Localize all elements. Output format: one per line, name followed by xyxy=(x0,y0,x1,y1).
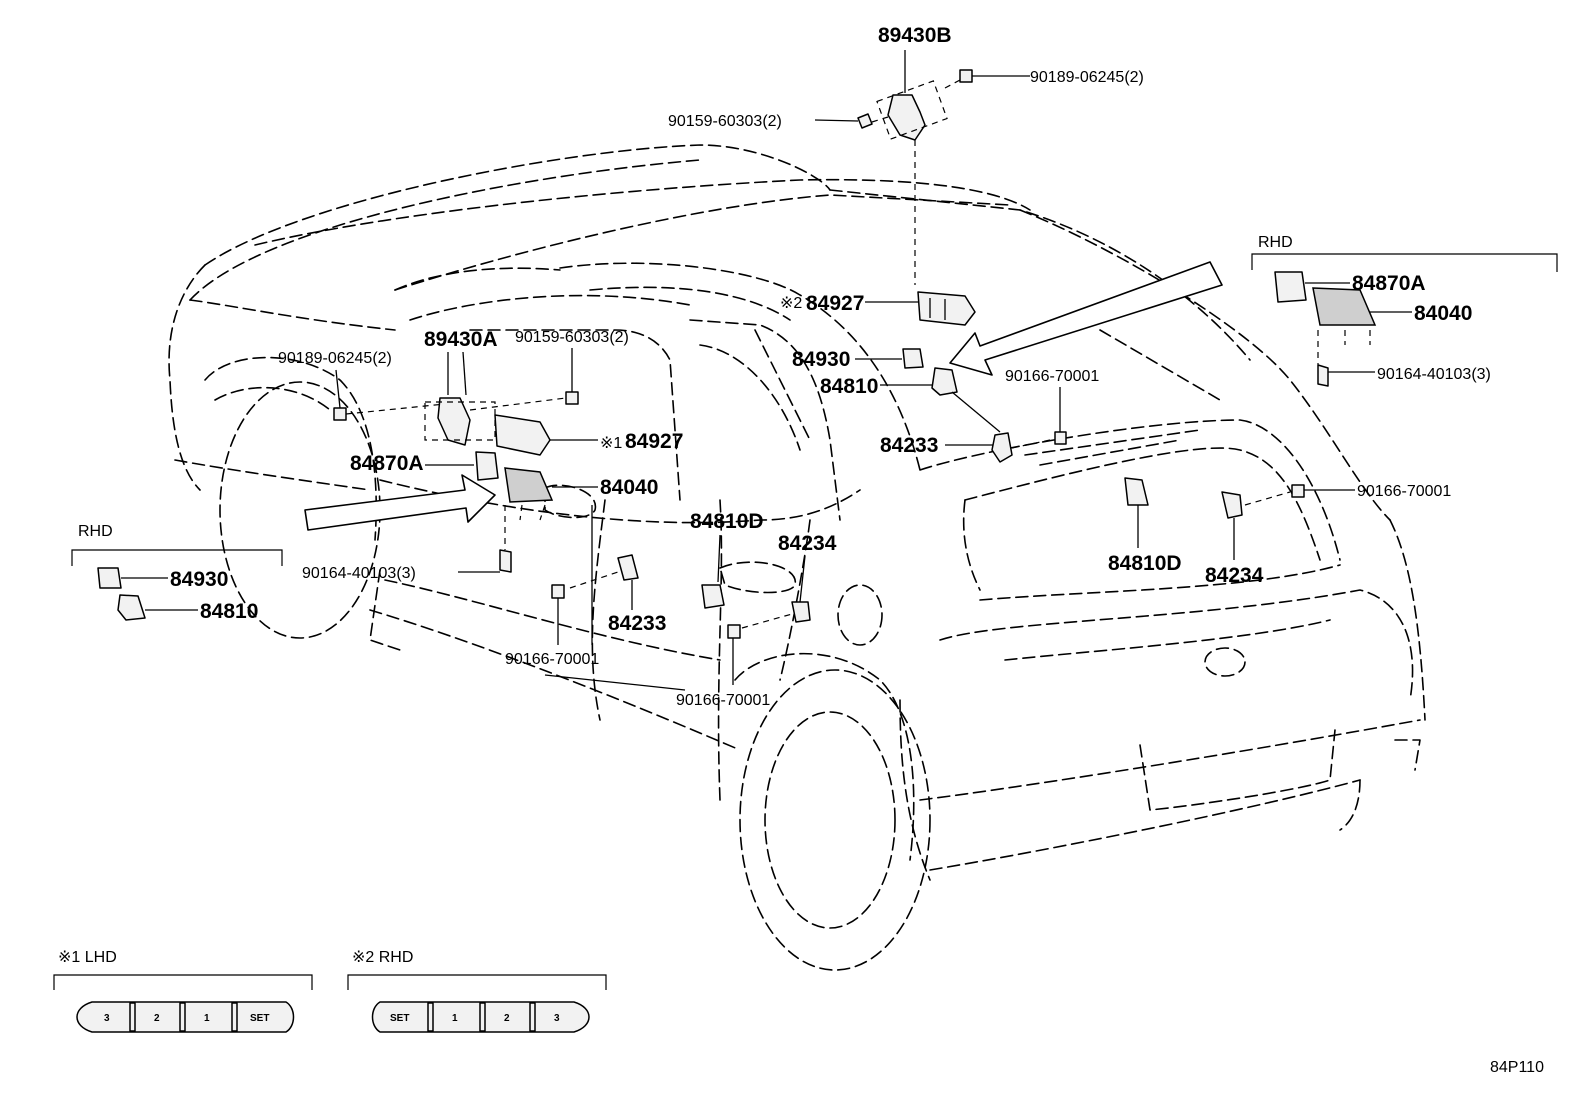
label-rhd-left: RHD xyxy=(78,523,113,540)
power-window-switch-right-icon xyxy=(1312,287,1377,326)
label-84930-left: 84930 xyxy=(170,568,228,591)
diagram-code: 84P110 xyxy=(1490,1059,1544,1076)
label-84810D-left: 84810D xyxy=(690,510,764,533)
lhd-button-1: 1 xyxy=(204,1013,210,1024)
label-84870A-right: 84870A xyxy=(1352,272,1426,295)
legend-rhd: ※2 RHD SET 1 2 3 xyxy=(347,949,607,1033)
rhd-button-set: SET xyxy=(390,1013,409,1024)
label-84927-2: 84927 xyxy=(806,292,864,315)
legend-rhd-title: ※2 RHD xyxy=(352,949,413,966)
switch-84930-center-icon xyxy=(902,348,924,369)
rhd-button-3: 3 xyxy=(554,1013,560,1024)
label-84930-center: 84930 xyxy=(792,348,850,371)
label-84810-left: 84810 xyxy=(200,600,258,623)
part-center-group: 84930 84810 84233 90166-70001 xyxy=(792,348,1099,463)
label-84040-left: 84040 xyxy=(600,476,658,499)
label-90166-center: 90166-70001 xyxy=(1005,368,1099,385)
switch-84810-left-icon xyxy=(117,594,146,621)
driver-door-group: 90189-06245(2) 89430A 90159-60303(2) ※1 … xyxy=(278,328,683,582)
label-90164-right: 90164-40103(3) xyxy=(1377,366,1491,383)
insert-arrow-left xyxy=(304,474,496,531)
lhd-button-set: SET xyxy=(250,1013,269,1024)
label-90159-left: 90159-60303(2) xyxy=(515,329,629,346)
rear-hatch-parts-group: 84810D 84234 90166-70001 xyxy=(1108,477,1451,587)
screw-90166-left1-icon xyxy=(551,584,565,599)
legend-lhd: ※1 LHD 3 2 1 SET xyxy=(53,949,313,1033)
rhd-button-2: 2 xyxy=(504,1013,510,1024)
sensor-bracket-icon xyxy=(887,94,926,141)
power-window-switch-left-icon xyxy=(504,467,554,503)
rear-door-group: 84810D 84234 90166-70001 xyxy=(544,510,837,709)
sensor-bracket-89430A-icon xyxy=(437,397,471,446)
switch-84810D-left-icon xyxy=(701,584,725,609)
insert-arrow-right xyxy=(949,261,1223,376)
lhd-button-2: 2 xyxy=(154,1013,160,1024)
car-outline xyxy=(168,144,1426,971)
label-90166-left2: 90166-70001 xyxy=(676,692,770,709)
switch-84870A-left-icon xyxy=(475,451,499,481)
label-84927-2-mark: ※2 xyxy=(780,295,802,312)
rhd-right-group: RHD 84870A 84040 90164-40103(3) xyxy=(1251,234,1558,387)
bracket-84234-left-icon xyxy=(791,601,811,623)
switch-84810-center-icon xyxy=(931,367,958,396)
rhd-left-group: RHD 84930 84810 xyxy=(71,523,283,623)
front-door-lower-group: 84233 90166-70001 xyxy=(505,505,666,668)
part-89430B-group: 89430B 90189-06245(2) 90159-60303(2) xyxy=(668,24,1144,285)
memory-switch-lhd-icon xyxy=(494,414,551,456)
bracket-84233-left-icon xyxy=(617,554,639,581)
part-84927-rhd-group: ※2 84927 xyxy=(780,291,976,326)
memory-switch-rhd-icon xyxy=(917,291,976,326)
screw-90159-top-icon xyxy=(857,113,873,129)
label-84927-1: 84927 xyxy=(625,430,683,453)
label-90189-top: 90189-06245(2) xyxy=(1030,69,1144,86)
label-84927-1-mark: ※1 xyxy=(600,435,622,452)
label-84810D-right: 84810D xyxy=(1108,552,1182,575)
switch-84870A-right-icon xyxy=(1274,271,1307,303)
label-84810-center: 84810 xyxy=(820,375,878,398)
switch-84930-left-icon xyxy=(97,567,122,589)
label-90164-left: 90164-40103(3) xyxy=(302,565,416,582)
legend-lhd-title: ※1 LHD xyxy=(58,949,117,966)
screw-90189-left-icon xyxy=(333,407,347,421)
label-89430A: 89430A xyxy=(424,328,498,351)
label-90166-left1: 90166-70001 xyxy=(505,651,599,668)
switch-84810D-right-icon xyxy=(1124,477,1149,506)
bracket-84234-right-icon xyxy=(1221,491,1243,519)
label-84233-left: 84233 xyxy=(608,612,666,635)
label-rhd-right: RHD xyxy=(1258,234,1293,251)
lhd-button-3: 3 xyxy=(104,1013,110,1024)
label-90189-left: 90189-06245(2) xyxy=(278,350,392,367)
label-84234-right: 84234 xyxy=(1205,564,1264,587)
label-84870A-left: 84870A xyxy=(350,452,424,475)
bracket-84233-center-icon xyxy=(991,432,1013,463)
screw-90166-left2-icon xyxy=(727,624,741,639)
label-90159-top: 90159-60303(2) xyxy=(668,113,782,130)
screw-90159-left-icon xyxy=(565,391,579,405)
screw-90164-left-icon xyxy=(499,549,512,573)
screw-90189-top-icon xyxy=(959,69,973,83)
label-90166-right: 90166-70001 xyxy=(1357,483,1451,500)
screw-90166-center-icon xyxy=(1054,431,1067,445)
label-84233-center: 84233 xyxy=(880,434,938,457)
label-84234-left: 84234 xyxy=(778,532,837,555)
screw-90166-right-icon xyxy=(1291,484,1305,498)
screw-90164-right-icon xyxy=(1317,364,1329,387)
label-89430B: 89430B xyxy=(878,24,952,47)
rhd-button-1: 1 xyxy=(452,1013,458,1024)
label-84040-right: 84040 xyxy=(1414,302,1472,325)
